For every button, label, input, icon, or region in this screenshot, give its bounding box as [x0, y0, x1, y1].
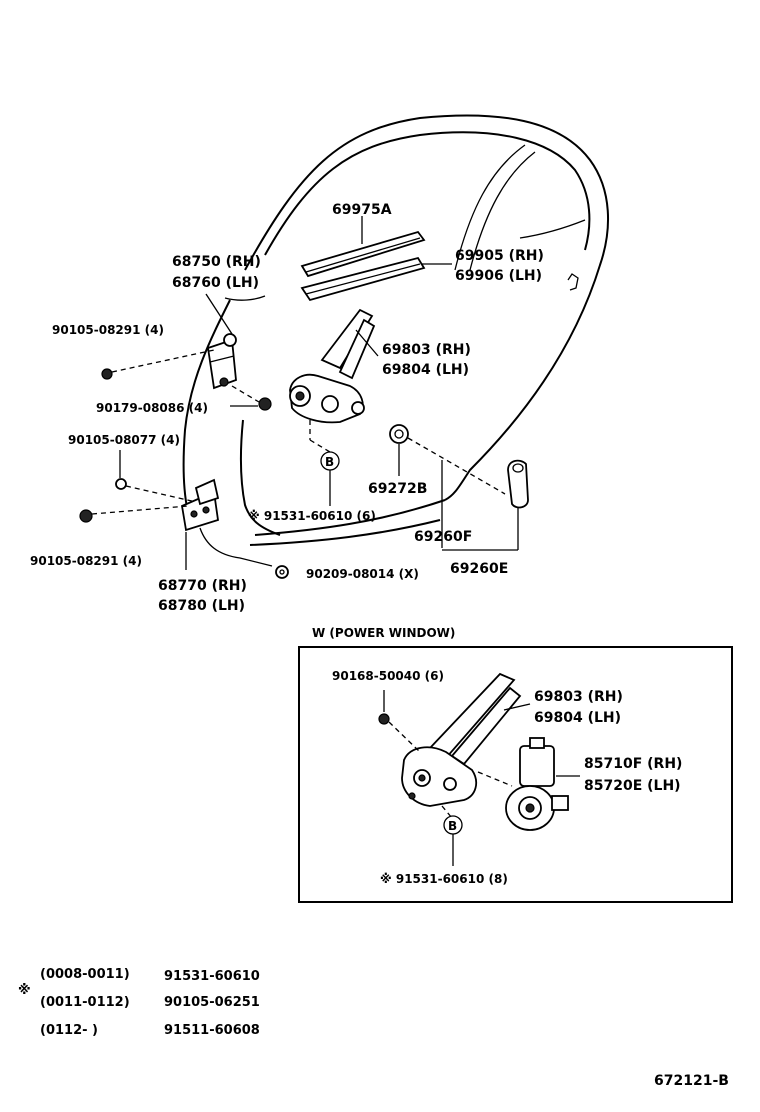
label-90105-08291-c: 90105-08291 (4) [30, 554, 142, 568]
label-69906: 69906 (LH) [455, 268, 542, 284]
note-range-2: (0011-0112) [40, 995, 130, 1010]
bolt-icon [101, 349, 215, 380]
label-69975a: 69975A [332, 202, 392, 218]
door-hinge-lower [180, 478, 220, 532]
label-68780: 68780 (LH) [158, 598, 245, 614]
inset-title: W (POWER WINDOW) [312, 626, 455, 640]
label-69804-inset: 69804 (LH) [534, 710, 621, 726]
washer-icon [275, 565, 289, 579]
window-motor [505, 737, 569, 831]
weatherstrip-lower [300, 256, 426, 302]
nut-icon [378, 713, 390, 725]
label-85710f: 85710F (RH) [584, 756, 682, 772]
note-part-3: 91511-60608 [164, 1023, 260, 1038]
label-69260f: 69260F [414, 529, 472, 545]
inset-marker-b: B [448, 819, 457, 833]
label-69804: 69804 (LH) [382, 362, 469, 378]
door-outline [182, 114, 609, 546]
label-90209: 90209-08014 (X) [306, 567, 419, 581]
window-handle [507, 459, 529, 509]
label-69260e: 69260E [450, 561, 508, 577]
note-range-3: (0112- ) [40, 1023, 98, 1038]
label-68750: 68750 (RH) [172, 254, 261, 270]
label-91531-b: ※ 91531-60610 (8) [380, 872, 508, 886]
inset-box [298, 646, 733, 903]
power-window-regulator [401, 672, 522, 807]
label-69803: 69803 (RH) [382, 342, 471, 358]
label-85720e: 85720E (LH) [584, 778, 681, 794]
note-symbol: ※ [18, 983, 31, 998]
note-range-1: (0008-0011) [40, 967, 130, 982]
weatherstrip-upper [300, 230, 426, 278]
bolt-icon [115, 478, 197, 503]
window-regulator [289, 308, 376, 424]
note-part-2: 90105-06251 [164, 995, 260, 1010]
marker-b: B [325, 455, 334, 469]
label-69272b: 69272B [368, 481, 427, 497]
door-hinge-upper [206, 333, 237, 390]
label-90105-08077: 90105-08077 (4) [68, 433, 180, 447]
label-68760: 68760 (LH) [172, 275, 259, 291]
label-91531-a: ※ 91531-60610 (6) [248, 509, 376, 523]
label-68770: 68770 (RH) [158, 578, 247, 594]
label-90105-08291-a: 90105-08291 (4) [52, 323, 164, 337]
label-69803-inset: 69803 (RH) [534, 689, 623, 705]
diagram-id: 672121-B [654, 1073, 729, 1089]
label-90168: 90168-50040 (6) [332, 669, 444, 683]
bolt-icon [79, 505, 189, 523]
nut-icon [231, 385, 272, 411]
note-part-1: 91531-60610 [164, 969, 260, 984]
clip-icon [389, 424, 409, 444]
label-69905: 69905 (RH) [455, 248, 544, 264]
label-90179: 90179-08086 (4) [96, 401, 208, 415]
